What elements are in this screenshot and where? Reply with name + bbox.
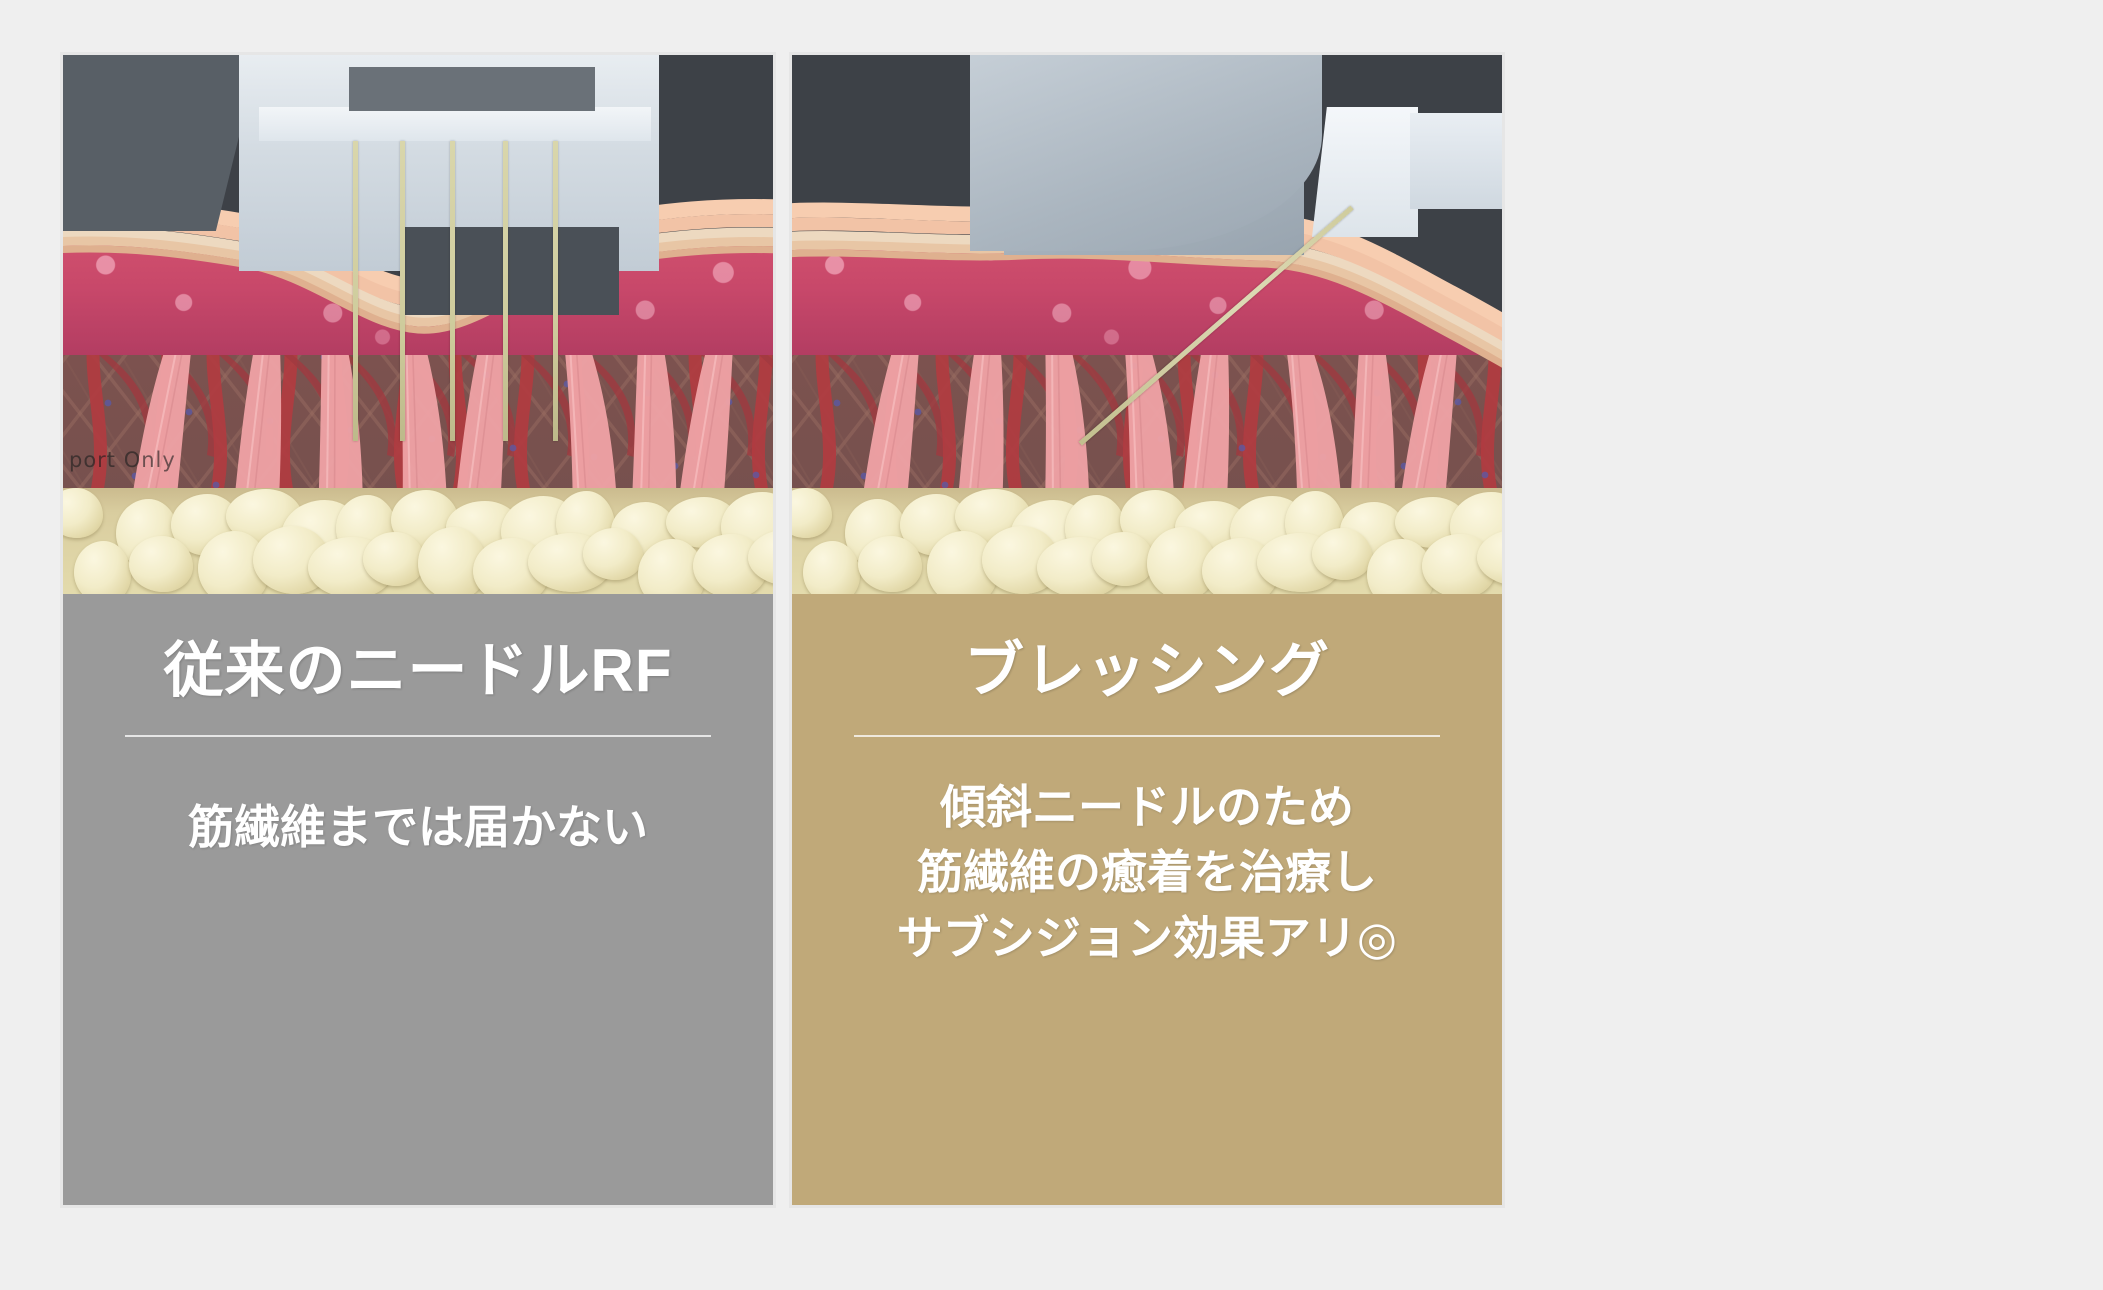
panel-blessing: ブレッシング 傾斜ニードルのため 筋繊維の癒着を治療し サブシジョン効果アリ◎: [789, 52, 1505, 1208]
subtitle-line-1: 傾斜ニードルのため: [940, 781, 1354, 833]
caption-conventional: 従来のニードルRF 筋繊維までは届かない: [63, 594, 773, 1205]
rf-handpiece-dark-strip: [349, 67, 595, 111]
rf-handpiece-tip-extension: [1410, 113, 1502, 209]
caption-blessing: ブレッシング 傾斜ニードルのため 筋繊維の癒着を治療し サブシジョン効果アリ◎: [792, 594, 1502, 1205]
panel-subtitle-blessing: 傾斜ニードルのため 筋繊維の癒着を治療し サブシジョン効果アリ◎: [810, 775, 1484, 971]
illustration-blessing: [792, 55, 1502, 600]
subtitle-line-3: サブシジョン効果アリ◎: [896, 911, 1398, 964]
epidermis-band: [792, 249, 1502, 368]
fat-lobule: [1092, 532, 1154, 586]
needle-vertical: [353, 141, 358, 441]
rf-handpiece-highlight: [259, 107, 651, 141]
fat-lobule: [129, 536, 193, 592]
panel-title-blessing: ブレッシング: [964, 637, 1330, 704]
caption-divider-right: [854, 735, 1440, 737]
needle-vertical: [553, 141, 558, 441]
illustration-conventional: port Only: [63, 55, 773, 600]
fat-lobule-group: [63, 488, 773, 600]
fat-lobule: [803, 541, 860, 600]
fat-lobule: [583, 528, 643, 580]
fat-lobule-group: [792, 488, 1502, 600]
fat-lobule: [858, 536, 922, 592]
fat-lobule: [74, 541, 131, 600]
fat-lobule: [363, 532, 425, 586]
panel-conventional: port Only 従来のニードルRF 筋繊維までは届かない: [60, 52, 776, 1208]
needle-vertical: [400, 141, 405, 441]
rf-handpiece-lower-shadow: [401, 227, 619, 315]
subtitle-line-2: 筋繊維の癒着を治療し: [917, 846, 1377, 899]
needle-vertical: [503, 141, 508, 441]
fat-lobule: [1312, 528, 1372, 580]
needle-vertical: [450, 141, 455, 441]
panel-subtitle-conventional: 筋繊維までは届かない: [188, 801, 648, 853]
panel-title-conventional: 従来のニードルRF: [163, 637, 673, 704]
caption-divider-left: [125, 735, 711, 737]
rf-handpiece-tip: [1312, 107, 1418, 237]
